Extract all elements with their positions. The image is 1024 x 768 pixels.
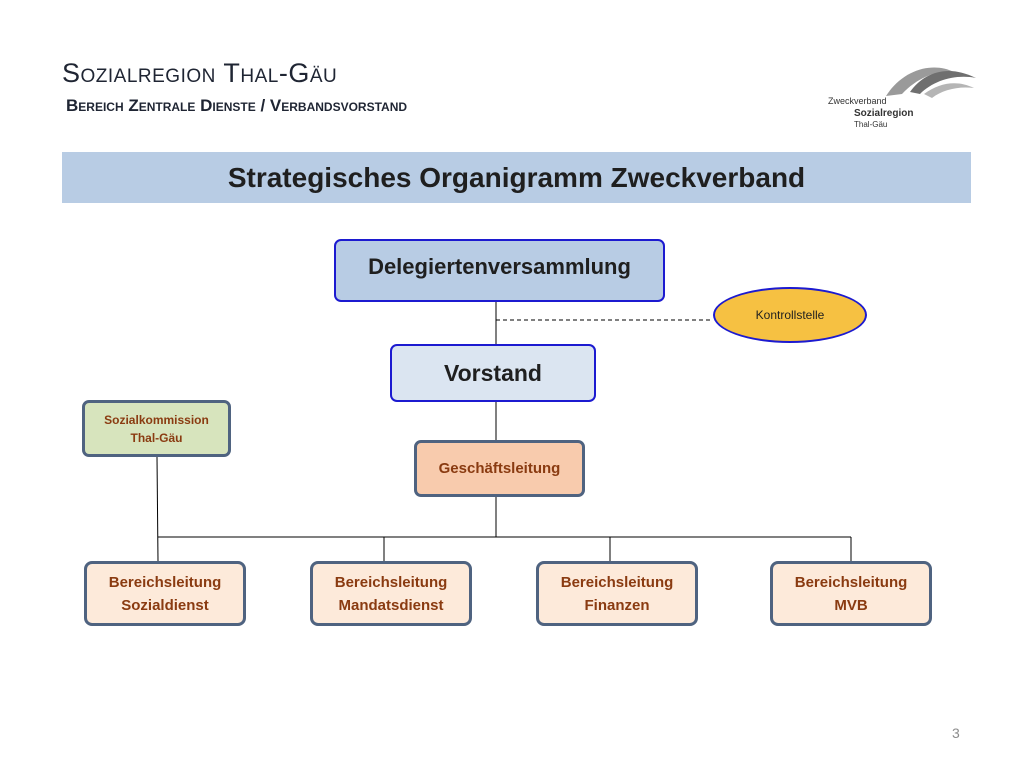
node-bl-title: Bereichsleitung <box>794 573 908 591</box>
chart-banner: Strategisches Organigramm Zweckverband <box>62 152 971 203</box>
logo-text-sozialregion: Sozialregion <box>854 108 914 119</box>
node-delegiertenversammlung: Delegiertenversammlung <box>334 239 665 302</box>
node-sozialkommission-line2: Thal-Gäu <box>130 430 183 445</box>
node-kontrollstelle: Kontrollstelle <box>713 287 867 343</box>
node-bl-area: Sozialdienst <box>121 596 209 614</box>
connector-sozialkommission <box>156 456 159 562</box>
node-bl-area: Mandatsdienst <box>338 596 444 614</box>
page-number: 3 <box>952 725 960 741</box>
node-geschaeftsleitung: Geschäftsleitung <box>414 440 585 497</box>
slide-subtitle: Bereich Zentrale Dienste / Verbandsvorst… <box>66 96 408 115</box>
node-bl-title: Bereichsleitung <box>560 573 674 591</box>
node-bl-title: Bereichsleitung <box>334 573 448 591</box>
node-bl-area: MVB <box>834 596 868 614</box>
logo-text-zweckverband: Zweckverband <box>828 96 887 106</box>
node-sozialkommission-line1: Sozialkommission <box>104 412 209 427</box>
bird-logo-icon <box>886 67 976 98</box>
node-sozialkommission: Sozialkommission Thal-Gäu <box>82 400 231 457</box>
slide-title: Sozialregion Thal-Gäu <box>62 58 338 88</box>
node-bereichsleitung-sozialdienst: Bereichsleitung Sozialdienst <box>84 561 246 626</box>
organization-logo: Zweckverband Sozialregion Thal-Gäu <box>824 58 984 140</box>
node-bereichsleitung-mvb: Bereichsleitung MVB <box>770 561 932 626</box>
node-vorstand: Vorstand <box>390 344 596 402</box>
logo-text-thal-gaeu: Thal-Gäu <box>854 120 888 129</box>
node-bl-title: Bereichsleitung <box>108 573 222 591</box>
node-bereichsleitung-finanzen: Bereichsleitung Finanzen <box>536 561 698 626</box>
node-bl-area: Finanzen <box>584 596 650 614</box>
banner-title: Strategisches Organigramm Zweckverband <box>227 161 806 193</box>
node-bereichsleitung-mandatsdienst: Bereichsleitung Mandatsdienst <box>310 561 472 626</box>
